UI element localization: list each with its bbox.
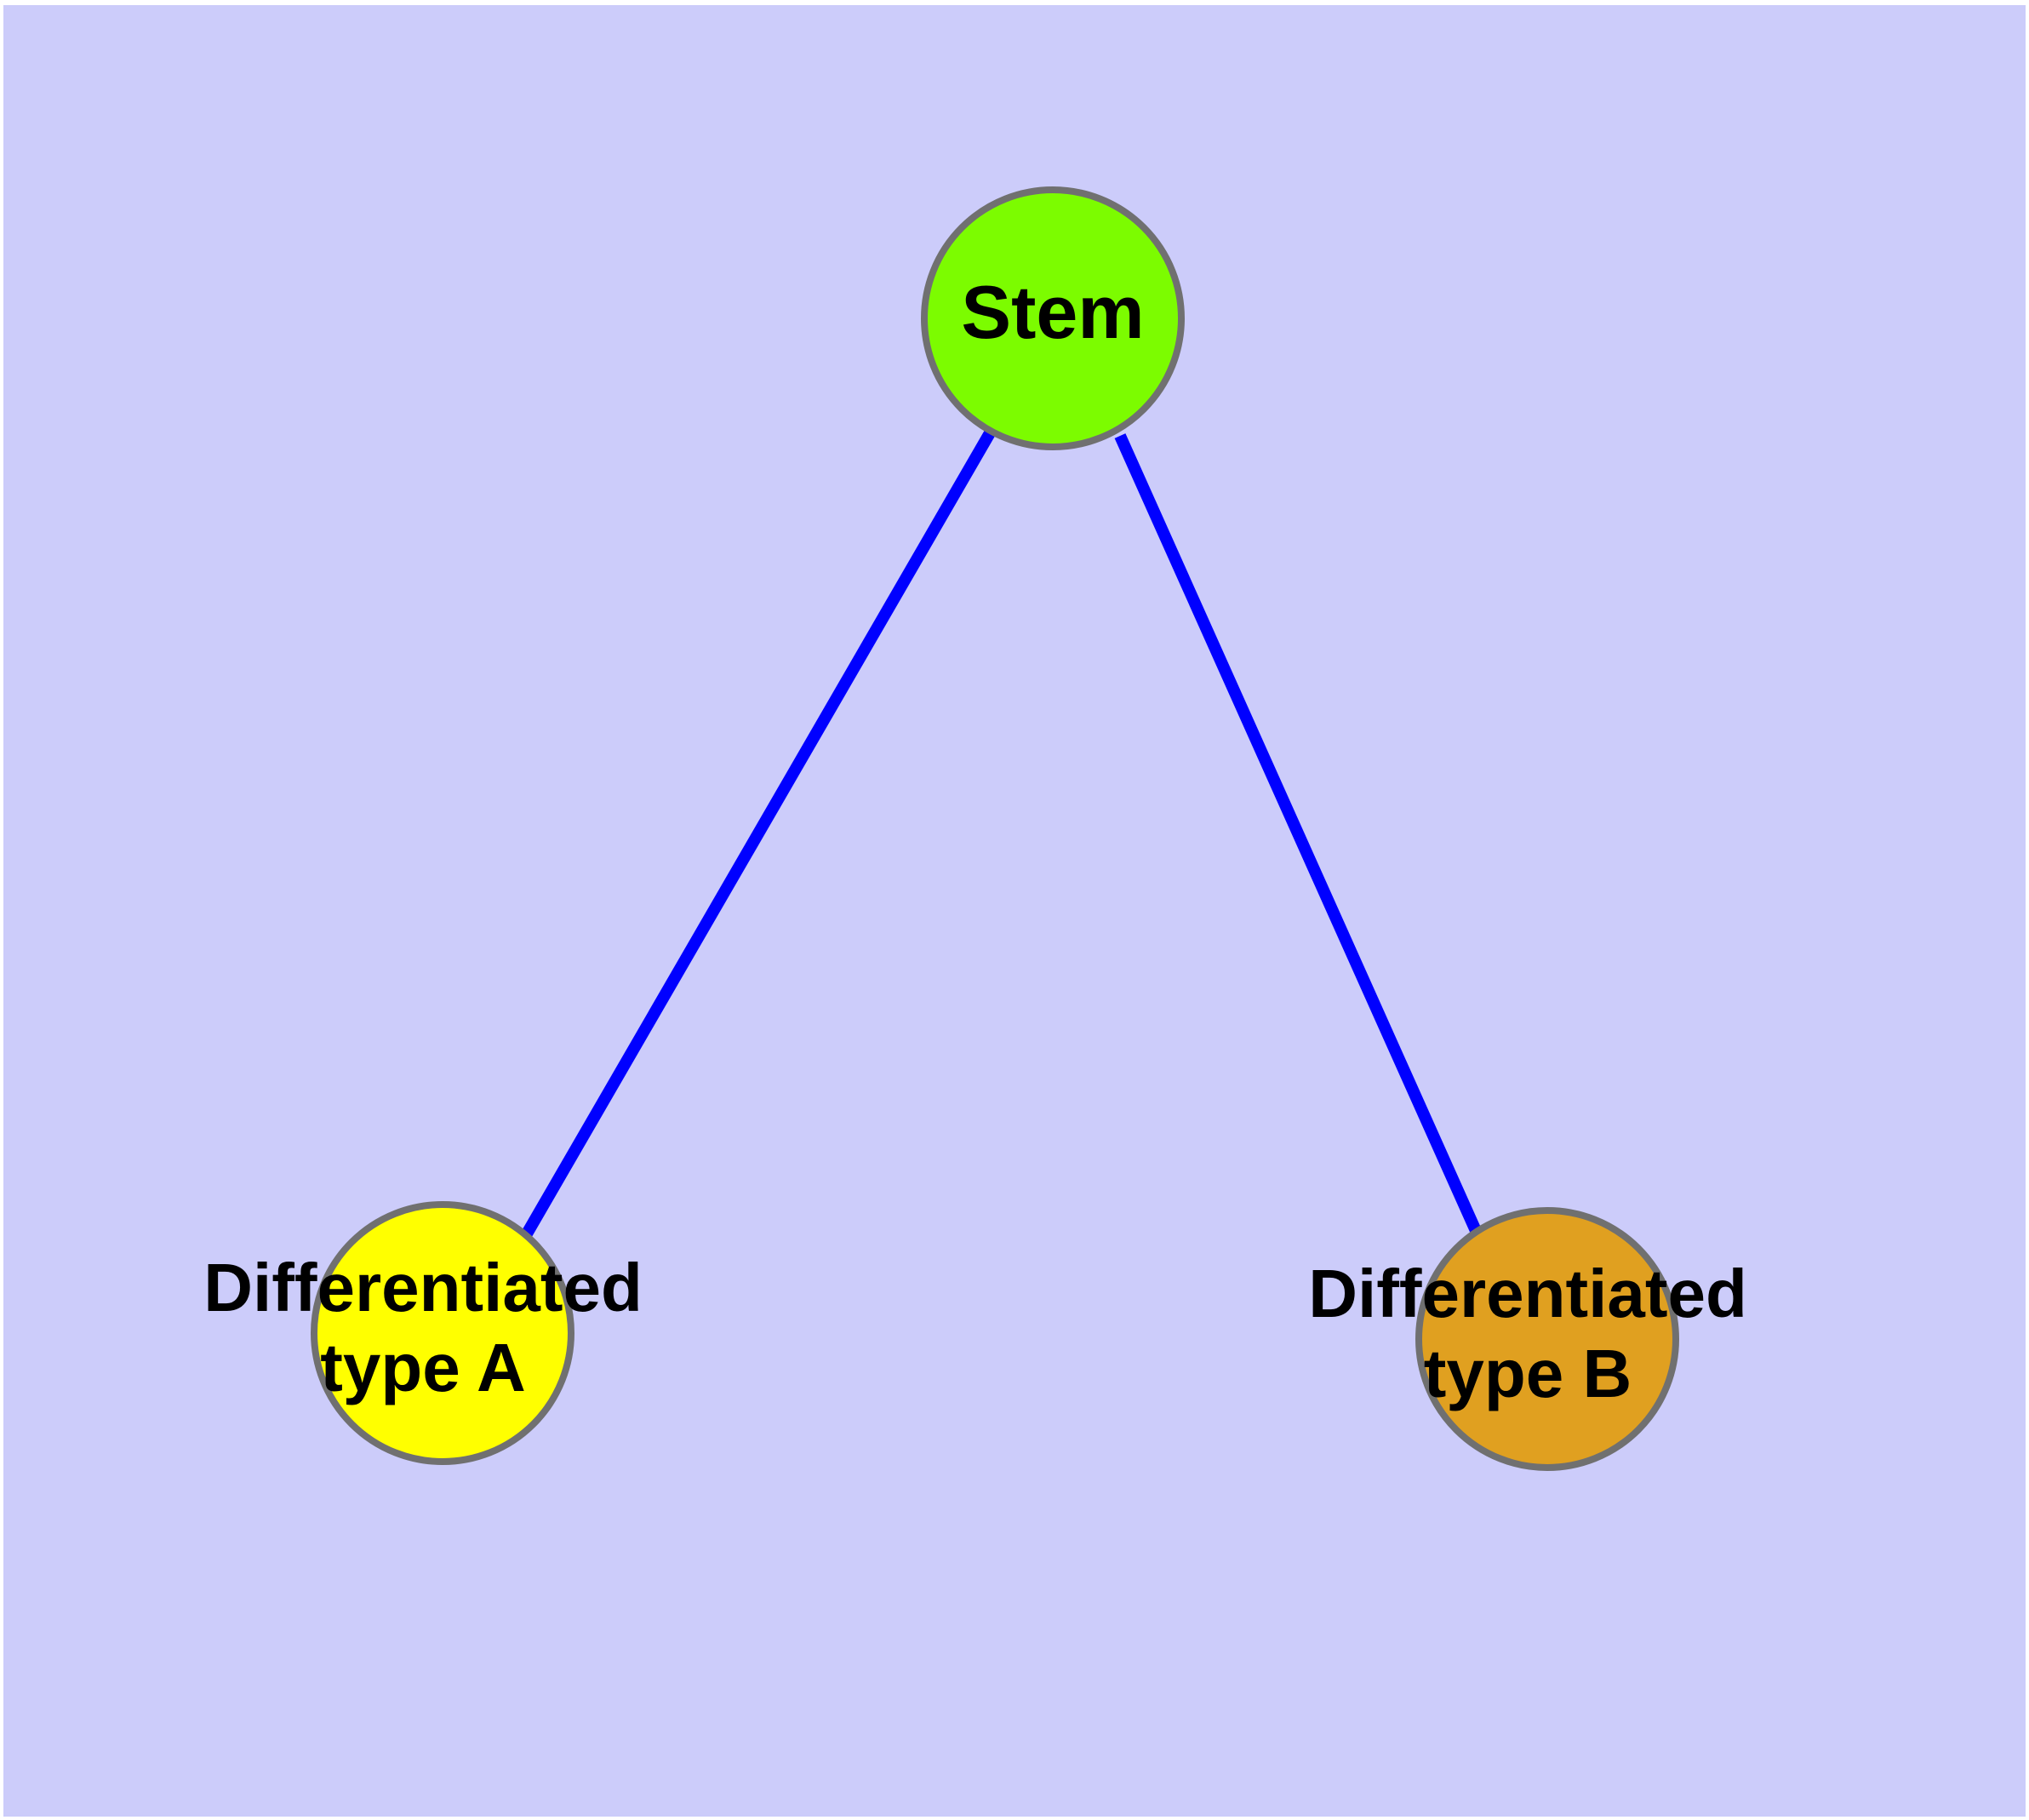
edge-stem-to-differentiated-type-a bbox=[520, 428, 997, 1239]
edge-layer bbox=[520, 428, 1483, 1239]
node-differentiated-type-b[interactable] bbox=[1415, 1207, 1679, 1471]
edge-stem-to-differentiated-type-b bbox=[1114, 433, 1483, 1235]
node-label-line: Stem bbox=[961, 270, 1144, 354]
node-layer bbox=[311, 186, 1679, 1471]
node-label-stem: Stem bbox=[961, 270, 1144, 354]
node-label-line: Differentiated bbox=[203, 1250, 643, 1325]
node-label-line: type B bbox=[1424, 1336, 1632, 1411]
node-stem[interactable] bbox=[921, 186, 1185, 450]
node-differentiated-type-a[interactable] bbox=[311, 1201, 574, 1465]
node-label-line: Differentiated bbox=[1308, 1256, 1747, 1331]
node-label-line: type A bbox=[320, 1330, 526, 1405]
